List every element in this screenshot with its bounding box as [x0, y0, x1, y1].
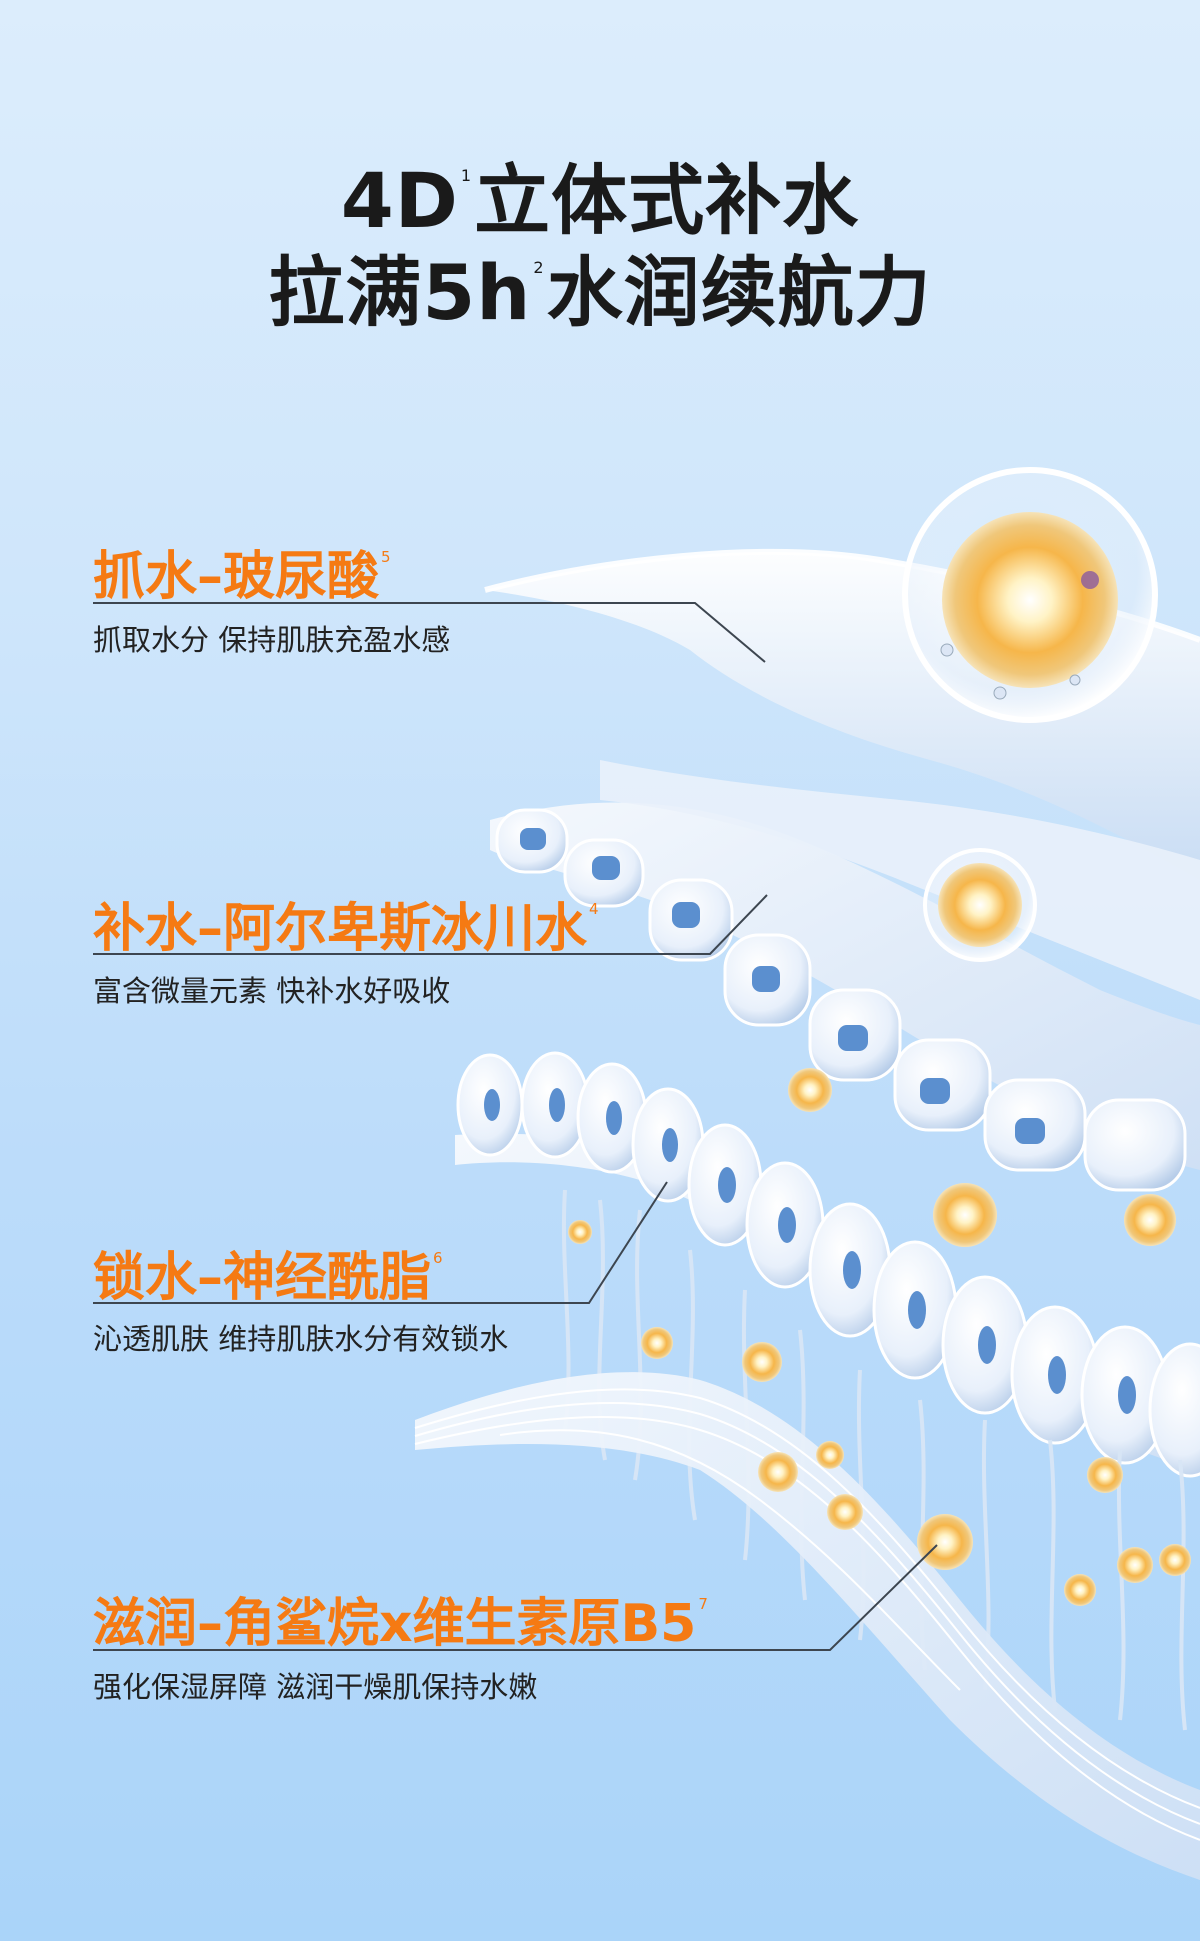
title-text: 水润续航力: [546, 248, 932, 337]
footnote-marker: 6: [433, 1249, 443, 1267]
title-text: 4D: [340, 156, 459, 245]
nutrient-orb-icon: [568, 1220, 1191, 1606]
section-subtitle: 抓取水分 保持肌肤充盈水感: [93, 623, 451, 657]
title-text: 拉满5h: [268, 248, 532, 337]
nutrient-orb-icon: [788, 1068, 1176, 1247]
columnar-cells: [456, 1051, 1200, 1478]
footnote-marker: 2: [533, 258, 545, 277]
footnote-marker: 4: [589, 900, 599, 918]
heading-text: 滋润–角鲨烷x维生素原B5: [93, 1594, 697, 1654]
section-subtitle: 强化保湿屏障 滋润干燥肌保持水嫩: [93, 1670, 538, 1704]
section-subtitle: 沁透肌肤 维持肌肤水分有效锁水: [93, 1322, 509, 1356]
heading-text: 抓水–玻尿酸: [93, 547, 380, 607]
footnote-marker: 1: [460, 166, 473, 185]
footnote-marker: 5: [381, 548, 391, 566]
heading-text: 锁水–神经酰脂: [93, 1248, 432, 1308]
water-sphere-icon: [902, 467, 1158, 723]
title-text: 立体式补水: [474, 156, 860, 245]
section-subtitle: 富含微量元素 快补水好吸收: [93, 974, 451, 1008]
footnote-marker: 7: [698, 1595, 708, 1613]
heading-text: 补水–阿尔卑斯冰川水: [93, 899, 588, 959]
nutrient-orb-icon: [923, 848, 1037, 962]
